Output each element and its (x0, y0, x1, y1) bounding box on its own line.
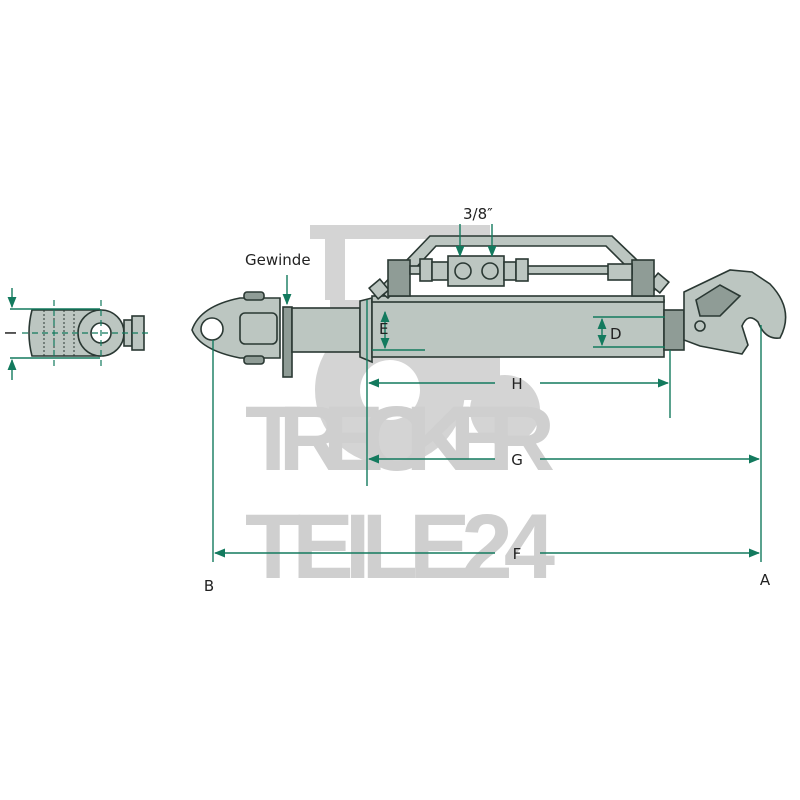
top-link (191, 235, 787, 378)
dim-label-i: I (1, 331, 19, 335)
point-label-a: A (760, 571, 771, 589)
dim-label-f: F (513, 545, 522, 563)
dim-label-g: G (511, 451, 523, 469)
dim-label-d: D (610, 325, 622, 343)
watermark-line-1: TRECKER (245, 388, 555, 490)
dim-label-h: H (511, 375, 522, 393)
dim-label-e: E (379, 320, 388, 338)
point-label-b: B (204, 577, 214, 595)
dimensions: Gewinde 3/8″ E D H G F B A (204, 205, 771, 595)
thread-size-label: 3/8″ (463, 205, 493, 223)
watermark-line-2: TEILE24 (245, 496, 555, 598)
end-side-view: I (1, 288, 148, 380)
thread-label: Gewinde (245, 251, 311, 269)
